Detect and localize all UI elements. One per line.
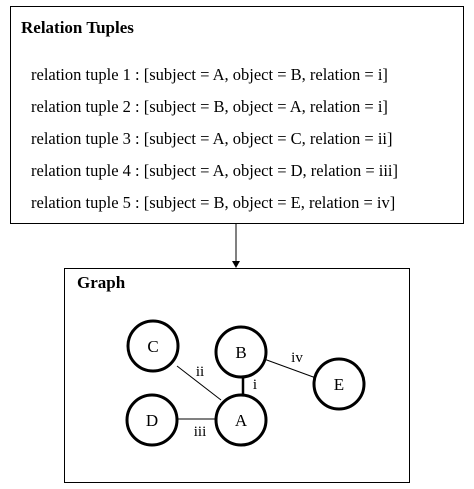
edge-label-iv: iv bbox=[291, 350, 303, 366]
edge-a-c bbox=[176, 365, 222, 401]
edge-label-i: i bbox=[253, 377, 257, 393]
node-a-label: A bbox=[235, 411, 248, 430]
node-d-label: D bbox=[146, 411, 158, 430]
edge-label-iii: iii bbox=[194, 424, 207, 440]
node-c: C bbox=[126, 319, 180, 373]
node-a: A bbox=[214, 393, 268, 447]
relation-tuples-title: Relation Tuples bbox=[21, 18, 134, 37]
relation-tuples-panel: Relation Tuples relation tuple 1 : [subj… bbox=[10, 6, 464, 224]
relation-tuple-3: relation tuple 3 : [subject = A, object … bbox=[31, 129, 393, 148]
relation-tuple-2: relation tuple 2 : [subject = B, object … bbox=[31, 97, 388, 116]
connector-arrow-head bbox=[232, 261, 240, 268]
graph-title: Graph bbox=[77, 273, 126, 292]
edge-label-ii: ii bbox=[196, 364, 204, 380]
node-e-label: E bbox=[334, 375, 344, 394]
relation-tuple-4: relation tuple 4 : [subject = A, object … bbox=[31, 161, 398, 180]
node-d: D bbox=[125, 393, 179, 447]
node-b-label: B bbox=[235, 343, 246, 362]
edge-b-e bbox=[263, 358, 317, 379]
node-e: E bbox=[312, 357, 366, 411]
node-c-label: C bbox=[147, 337, 158, 356]
relation-tuple-1: relation tuple 1 : [subject = A, object … bbox=[31, 65, 388, 84]
relation-tuple-5: relation tuple 5 : [subject = B, object … bbox=[31, 193, 396, 212]
node-b: B bbox=[214, 325, 268, 379]
